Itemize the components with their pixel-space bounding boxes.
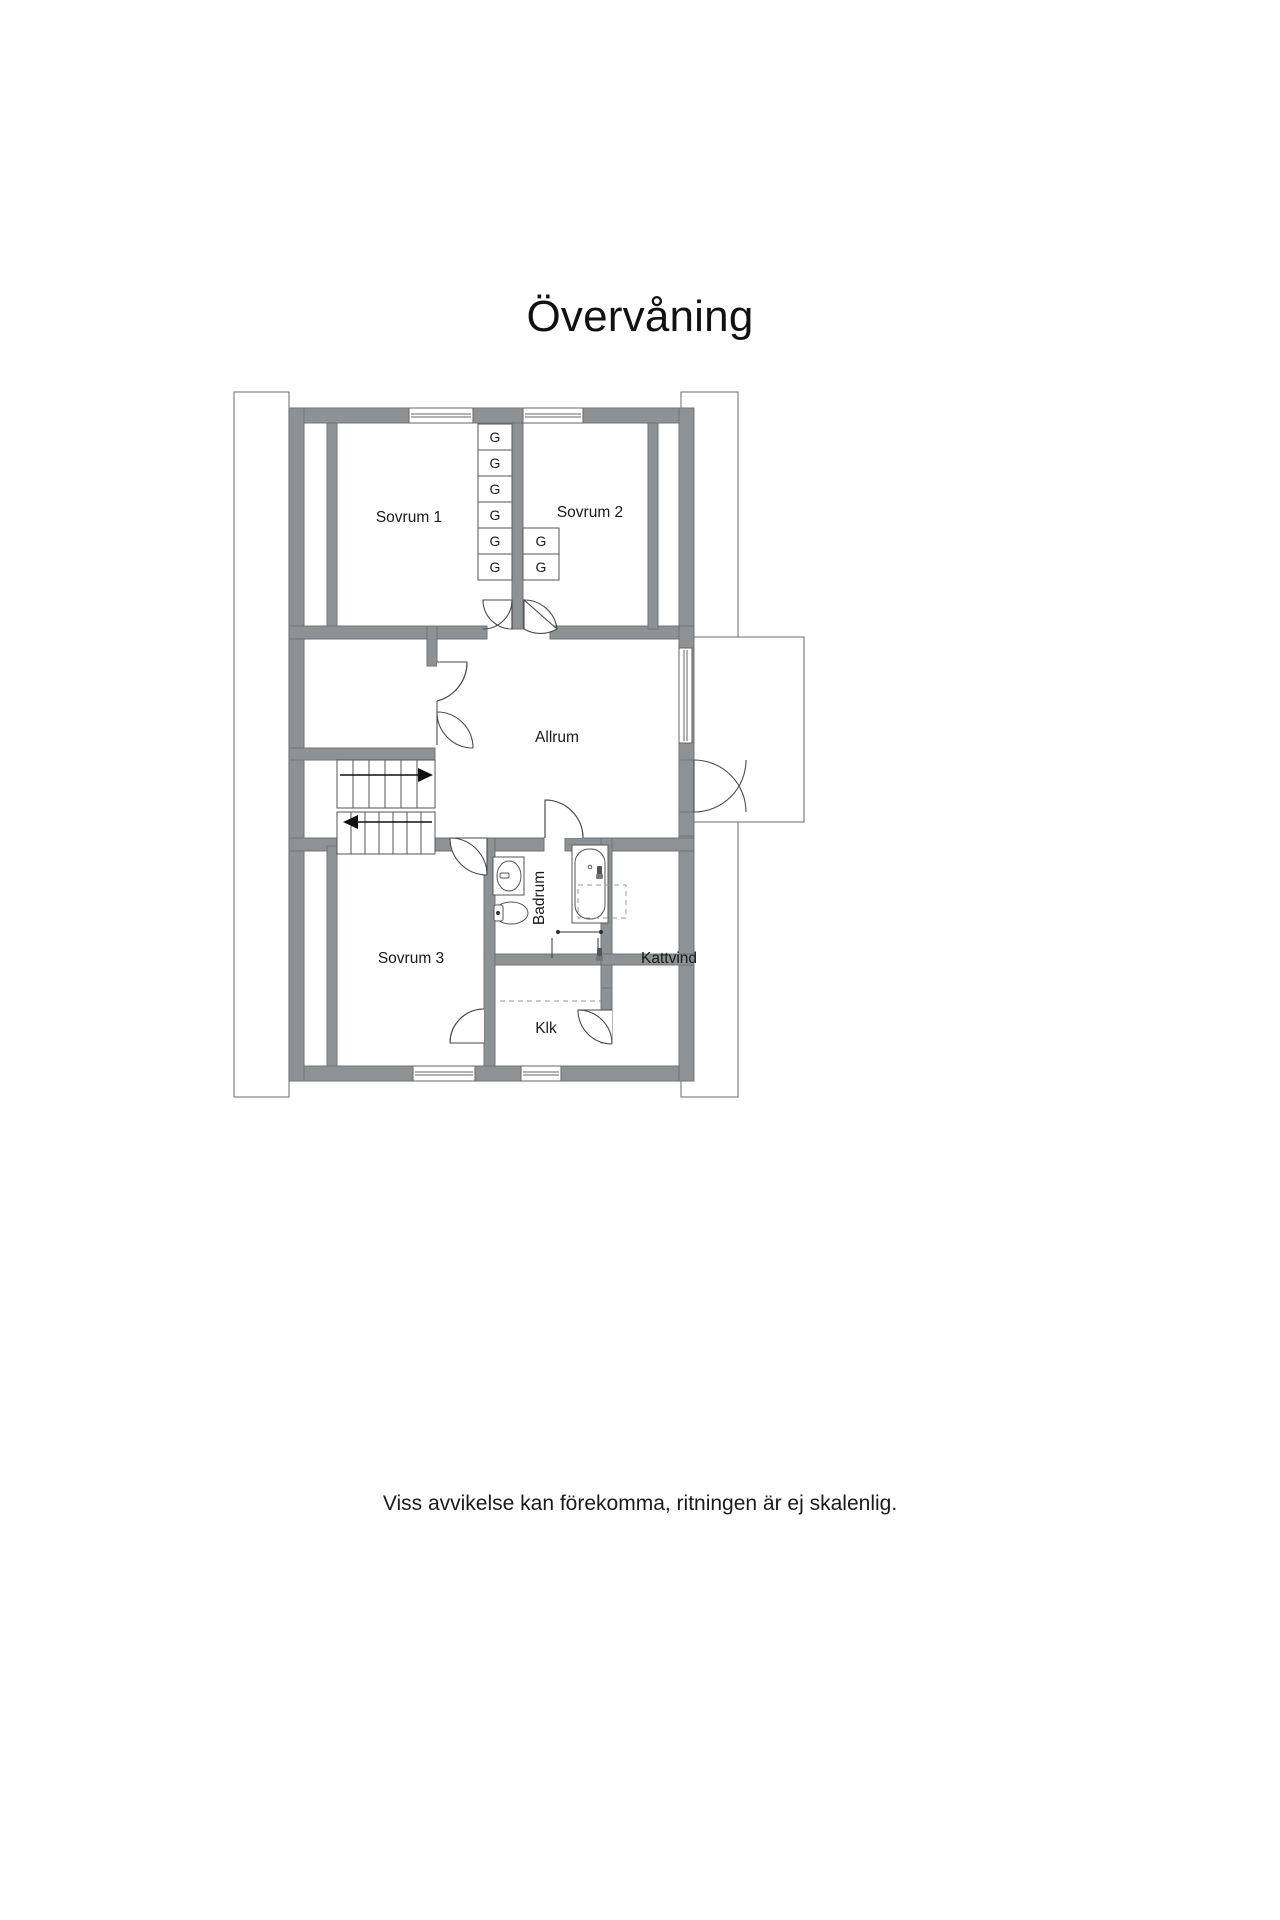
toilet-fixture	[493, 901, 529, 925]
bathtub-fixture	[571, 844, 609, 924]
wardrobe-column-left: G G G G G G	[477, 423, 513, 581]
wardrobe-cell-label: G	[490, 559, 501, 575]
wardrobe-cell-label: G	[490, 455, 501, 471]
page-title: Övervåning	[526, 292, 754, 341]
room-label-sovrum-3: Sovrum 3	[378, 950, 444, 967]
staircase	[336, 759, 436, 855]
window-balcony	[678, 647, 693, 744]
wardrobe-cell-label: G	[490, 429, 501, 445]
window-bottom-left	[412, 1065, 476, 1082]
stair-arrow-up	[340, 768, 433, 782]
kattvind-tap-icon	[596, 948, 603, 961]
wardrobe-cell-label: G	[536, 533, 547, 549]
left-chimney-block	[233, 391, 290, 1098]
room-label-kattvind: Kattvind	[641, 950, 697, 967]
wardrobe-cell-label: G	[490, 533, 501, 549]
bathtub-tap-icon	[596, 866, 603, 879]
walls	[288, 407, 695, 1082]
window-bottom-right	[520, 1065, 562, 1082]
disclaimer-note: Viss avvikelse kan förekomma, ritningen …	[382, 1492, 898, 1515]
stair-arrow-down	[343, 815, 432, 829]
room-label-sovrum-2: Sovrum 2	[557, 504, 623, 521]
wardrobe-cell-label: G	[490, 481, 501, 497]
room-label-klk: Klk	[535, 1020, 557, 1037]
wardrobe-cell-label: G	[536, 559, 547, 575]
doors	[436, 598, 747, 1045]
shower-zone	[577, 884, 627, 919]
window-top-right	[522, 407, 584, 424]
wardrobe-cell-label: G	[490, 507, 501, 523]
wardrobe-column-right: G G	[522, 527, 560, 581]
window-top-left	[408, 407, 474, 424]
room-label-sovrum-1: Sovrum 1	[376, 509, 442, 526]
room-label-badrum: Badrum	[531, 871, 548, 925]
room-label-allrum: Allrum	[535, 729, 579, 746]
sink-fixture	[492, 856, 525, 896]
balcony-area	[680, 636, 805, 823]
